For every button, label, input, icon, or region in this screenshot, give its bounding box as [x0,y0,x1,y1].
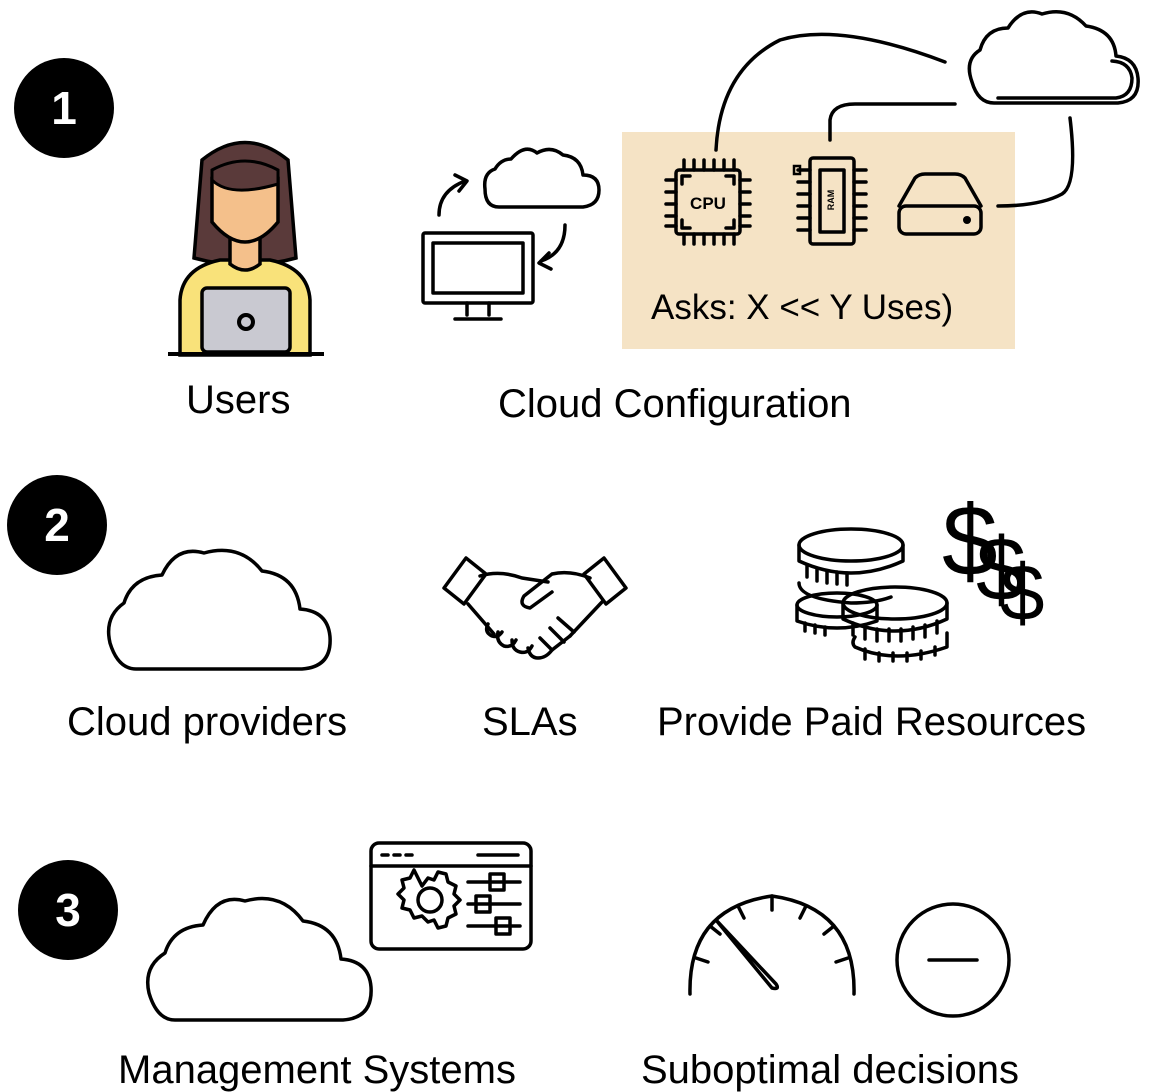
management-cloud-icon [146,896,373,1022]
monitor-sync-icon [421,147,601,321]
speedometer-icon [688,894,856,996]
minus-circle-icon [895,902,1011,1018]
suboptimal-decisions-label: Suboptimal decisions [641,1048,1019,1092]
cpu-chip-text: CPU [690,194,726,213]
asks-text: Asks: X << Y Uses) [651,288,954,327]
ram-chip-text: RAM [826,190,836,211]
cloud-provider-icon [106,548,332,671]
slas-label: SLAs [482,700,578,744]
step-3-badge: 3 [18,860,118,960]
dollar-signs-icon: $ $ $ [942,485,1045,637]
user-at-laptop-icon [168,140,324,357]
settings-window-icon [369,841,533,951]
cloud-providers-label: Cloud providers [67,700,348,744]
coins-icon [795,527,949,663]
hard-drive-icon [897,172,983,236]
handshake-icon [442,556,628,660]
cloud-icon [967,10,1140,105]
users-label: Users [186,378,291,422]
svg-text:$: $ [942,485,998,597]
svg-text:$: $ [976,520,1026,620]
step-1-badge: 1 [14,58,114,158]
ram-chip-icon: RAM [792,156,868,246]
cloud-configuration-label: Cloud Configuration [498,382,852,426]
resource-request-panel [622,132,1015,349]
management-systems-label: Management Systems [118,1048,516,1092]
step-2-badge: 2 [7,475,107,575]
svg-text:$: $ [1000,548,1045,637]
provide-paid-resources-label: Provide Paid Resources [657,700,1087,744]
cpu-chip-icon: CPU [664,158,752,246]
